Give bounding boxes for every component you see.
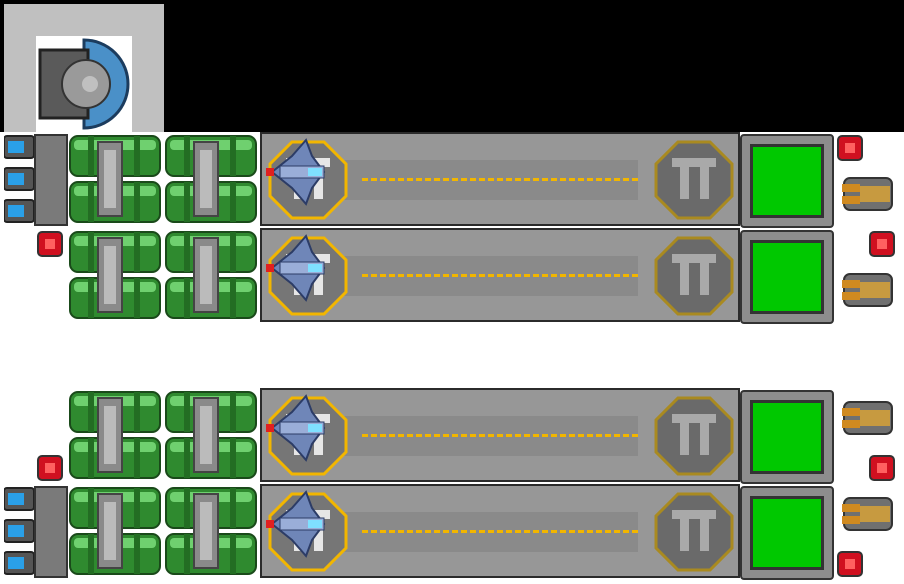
thruster-housing bbox=[34, 486, 68, 578]
red-module-icon[interactable] bbox=[868, 454, 896, 482]
turret-icon[interactable] bbox=[842, 268, 896, 310]
hangar-bay[interactable] bbox=[260, 388, 740, 482]
fighter-ship-icon[interactable] bbox=[262, 230, 332, 306]
thruster-housing bbox=[34, 134, 68, 226]
storage-container-icon[interactable] bbox=[740, 230, 834, 324]
storage-container-icon[interactable] bbox=[740, 486, 834, 580]
fuel-tank-icon[interactable] bbox=[68, 132, 164, 228]
fighter-ship-icon[interactable] bbox=[262, 134, 332, 210]
red-module-icon[interactable] bbox=[868, 230, 896, 258]
storage-container-icon[interactable] bbox=[740, 134, 834, 228]
fuel-tank-icon[interactable] bbox=[164, 388, 260, 484]
fuel-tank-icon[interactable] bbox=[164, 484, 260, 580]
storage-fill bbox=[750, 496, 824, 570]
runway-lane bbox=[362, 178, 638, 181]
storage-fill bbox=[750, 144, 824, 218]
red-module-icon[interactable] bbox=[36, 454, 64, 482]
red-module-icon[interactable] bbox=[836, 550, 864, 578]
runway-lane bbox=[362, 274, 638, 277]
runway-lane bbox=[362, 530, 638, 533]
landing-pad-icon[interactable] bbox=[654, 140, 734, 220]
thruster-icon[interactable] bbox=[4, 166, 34, 192]
thruster-icon[interactable] bbox=[4, 198, 34, 224]
thruster-icon[interactable] bbox=[4, 486, 34, 512]
fuel-tank-icon[interactable] bbox=[68, 484, 164, 580]
hangar-bay[interactable] bbox=[260, 484, 740, 578]
runway-lane bbox=[362, 434, 638, 437]
fuel-tank-icon[interactable] bbox=[68, 388, 164, 484]
turret-icon[interactable] bbox=[842, 492, 896, 534]
fuel-tank-icon[interactable] bbox=[68, 228, 164, 324]
storage-fill bbox=[750, 400, 824, 474]
red-module-icon[interactable] bbox=[836, 134, 864, 162]
thruster-icon[interactable] bbox=[4, 518, 34, 544]
cockpit-icon[interactable] bbox=[36, 36, 132, 132]
hangar-bay[interactable] bbox=[260, 132, 740, 226]
fuel-tank-icon[interactable] bbox=[164, 132, 260, 228]
storage-fill bbox=[750, 240, 824, 314]
hangar-bay[interactable] bbox=[260, 228, 740, 322]
red-module-icon[interactable] bbox=[36, 230, 64, 258]
storage-container-icon[interactable] bbox=[740, 390, 834, 484]
landing-pad-icon[interactable] bbox=[654, 396, 734, 476]
thruster-icon[interactable] bbox=[4, 550, 34, 576]
turret-icon[interactable] bbox=[842, 396, 896, 438]
landing-pad-icon[interactable] bbox=[654, 236, 734, 316]
fighter-ship-icon[interactable] bbox=[262, 390, 332, 466]
fuel-tank-icon[interactable] bbox=[164, 228, 260, 324]
fighter-ship-icon[interactable] bbox=[262, 486, 332, 562]
landing-pad-icon[interactable] bbox=[654, 492, 734, 572]
thruster-icon[interactable] bbox=[4, 134, 34, 160]
turret-icon[interactable] bbox=[842, 172, 896, 214]
